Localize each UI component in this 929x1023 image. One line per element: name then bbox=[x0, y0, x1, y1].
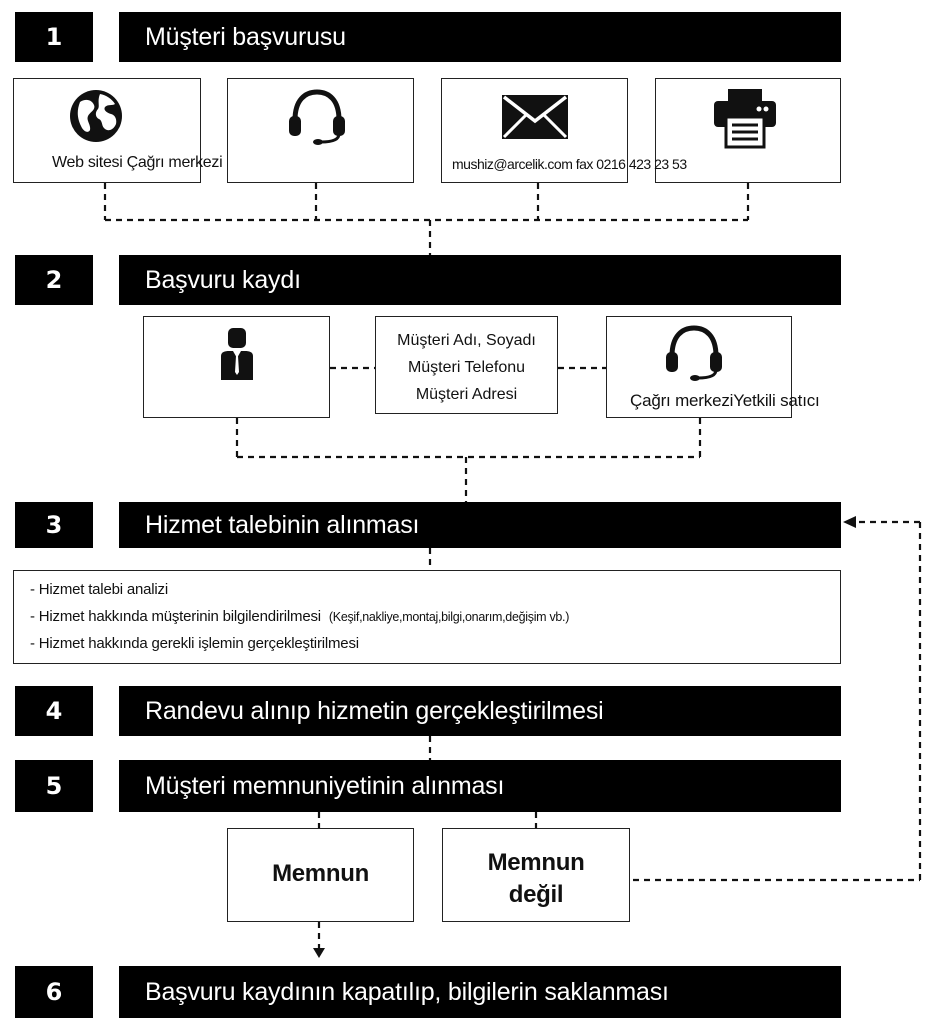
person-icon bbox=[221, 328, 253, 380]
not-satisfied-label-line1: Memnun bbox=[487, 849, 585, 876]
step-number: 2 bbox=[15, 255, 93, 305]
request-item-note: (Keşif,nakliye,montaj,bilgi,onarım,değiş… bbox=[328, 610, 570, 624]
customer-name-label: Müşteri Adı, Soyadı bbox=[397, 332, 536, 349]
step-title: Başvuru kaydının kapatılıp, bilgilerin s… bbox=[119, 966, 841, 1018]
not-satisfied-box bbox=[442, 828, 630, 922]
channel-box bbox=[227, 78, 414, 183]
step-title: Başvuru kaydı bbox=[119, 255, 841, 305]
request-item: - Hizmet talebi analizi bbox=[30, 581, 168, 598]
request-box bbox=[13, 570, 841, 664]
request-item: - Hizmet hakkında gerekli işlemin gerçek… bbox=[30, 635, 359, 652]
feedback-arrowhead bbox=[843, 516, 856, 528]
step-title: Hizmet talebinin alınması bbox=[119, 502, 841, 548]
not-satisfied-label-line2: değil bbox=[508, 881, 564, 908]
satisfied-label: Memnun bbox=[272, 860, 369, 887]
customer-address-label: Müşteri Adresi bbox=[415, 386, 518, 403]
envelope-icon bbox=[502, 95, 568, 139]
request-item-text: - Hizmet hakkında müşterinin bilgilendir… bbox=[30, 608, 321, 625]
callcenter-dealer-label: Çağrı merkeziYetkili satıcı bbox=[630, 391, 820, 410]
down-arrowhead bbox=[313, 948, 325, 958]
step-number: 3 bbox=[15, 502, 93, 548]
channel-label: Web sitesi Çağrı merkezi bbox=[52, 154, 223, 171]
step-title: Müşteri başvurusu bbox=[119, 12, 841, 62]
satisfied-box bbox=[227, 828, 414, 922]
customer-info-box bbox=[375, 316, 558, 414]
step-number: 1 bbox=[15, 12, 93, 62]
step-title: Randevu alınıp hizmetin gerçekleştirilme… bbox=[119, 686, 841, 736]
fax-icon bbox=[714, 89, 776, 149]
globe-icon bbox=[70, 90, 122, 142]
step-title: Müşteri memnuniyetinin alınması bbox=[119, 760, 841, 812]
customer-phone-label: Müşteri Telefonu bbox=[407, 359, 526, 376]
callcenter-box bbox=[606, 316, 792, 418]
headset-icon bbox=[289, 89, 345, 145]
step-number: 5 bbox=[15, 760, 93, 812]
channel-label: mushiz@arcelik.com fax 0216 423 23 53 bbox=[452, 156, 687, 172]
step-number: 6 bbox=[15, 966, 93, 1018]
step-number: 4 bbox=[15, 686, 93, 736]
headset-icon bbox=[666, 325, 722, 381]
request-item: - Hizmet hakkında müşterinin bilgilendir… bbox=[30, 608, 569, 625]
